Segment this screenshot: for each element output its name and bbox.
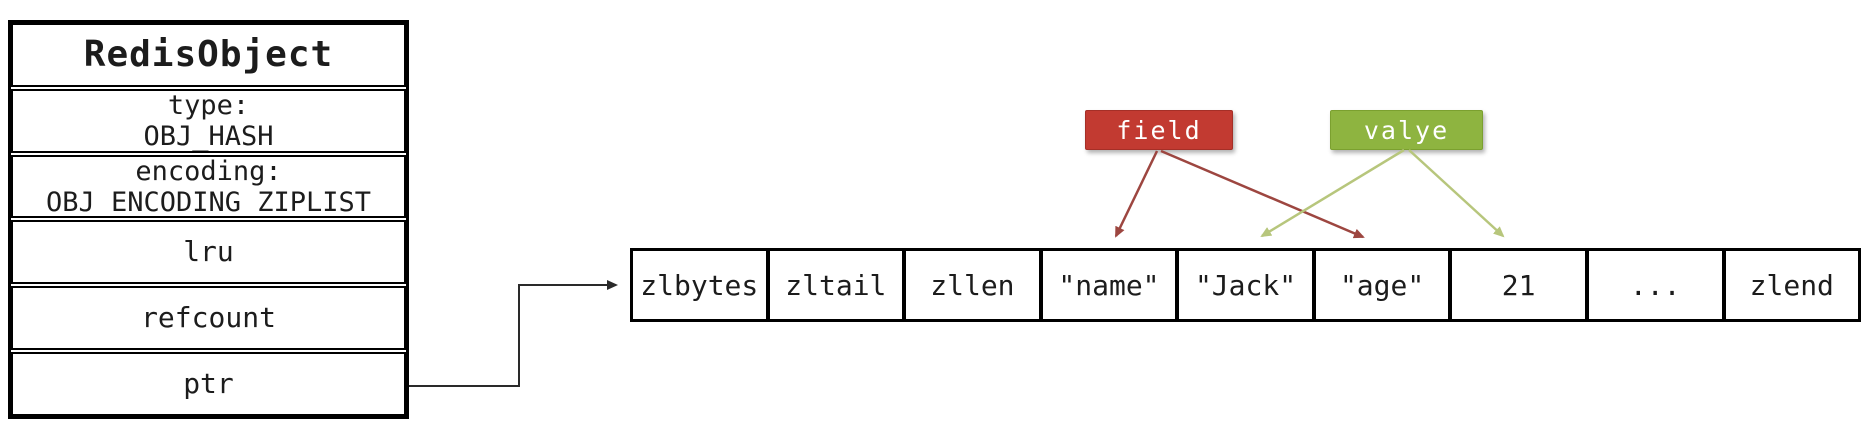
field-to-age-arrow bbox=[1160, 149, 1365, 239]
ziplist-cell-zlend: zlend bbox=[1721, 251, 1859, 319]
redis-object-row-ptr: ptr bbox=[11, 352, 406, 416]
encoding-row-value: OBJ_ENCODING_ZIPLIST bbox=[45, 186, 372, 218]
field-annotation-label: field bbox=[1085, 110, 1233, 150]
field-label-text: field bbox=[1116, 115, 1202, 145]
redis-object-row-type: type: OBJ_HASH bbox=[11, 88, 406, 153]
redis-object-row-lru: lru bbox=[11, 220, 406, 285]
ziplist-cell-zltail: zltail bbox=[765, 251, 903, 319]
ziplist-cell-age: "age" bbox=[1311, 251, 1449, 319]
lru-row-label: lru bbox=[183, 235, 234, 269]
refcount-row-label: refcount bbox=[141, 301, 276, 335]
value-label-text: valye bbox=[1363, 115, 1450, 145]
redis-object-title: RedisObject bbox=[11, 23, 406, 87]
redis-object-row-encoding: encoding: OBJ_ENCODING_ZIPLIST bbox=[11, 154, 406, 219]
value-to-jack-arrow bbox=[1260, 148, 1405, 238]
ziplist-cell-ellipsis: ... bbox=[1584, 251, 1722, 319]
ziplist-array: zlbytes zltail zllen "name" "Jack" "age"… bbox=[630, 248, 1861, 322]
ziplist-cell-jack: "Jack" bbox=[1175, 251, 1312, 319]
type-row-value: OBJ_HASH bbox=[143, 120, 274, 152]
ptr-to-ziplist-arrow bbox=[409, 280, 618, 387]
field-to-name-arrow bbox=[1114, 150, 1159, 238]
redis-object-box: RedisObject type: OBJ_HASH encoding: OBJ… bbox=[8, 20, 409, 419]
redis-object-row-refcount: refcount bbox=[11, 286, 406, 351]
ptr-row-label: ptr bbox=[183, 366, 234, 400]
encoding-row-label: encoding: bbox=[135, 155, 282, 187]
ziplist-cell-zllen: zllen bbox=[902, 251, 1039, 319]
redis-object-title-text: RedisObject bbox=[83, 34, 334, 76]
value-annotation-label: valye bbox=[1330, 110, 1483, 150]
type-row-label: type: bbox=[167, 89, 250, 121]
ziplist-cell-name: "name" bbox=[1038, 251, 1176, 319]
ziplist-cell-zlbytes: zlbytes bbox=[640, 268, 759, 302]
value-to-21-arrow bbox=[1408, 149, 1505, 238]
ziplist-cell-21: 21 bbox=[1448, 251, 1585, 319]
